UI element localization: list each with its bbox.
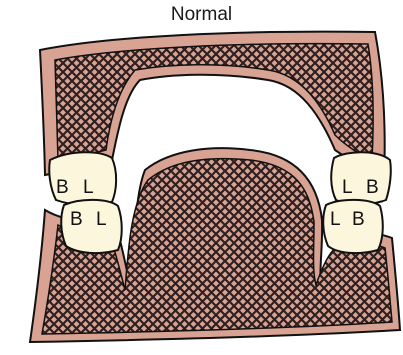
right-lower-tooth: L B bbox=[323, 200, 383, 253]
diagram-title: Normal bbox=[0, 4, 403, 26]
lingual-label: L bbox=[330, 209, 341, 230]
buccal-label: B bbox=[70, 209, 83, 230]
buccal-label: B bbox=[56, 177, 69, 198]
left-lower-tooth: B L bbox=[61, 200, 122, 253]
upper-bone bbox=[55, 44, 373, 160]
left-upper-tooth: B L bbox=[49, 152, 116, 205]
buccal-label: B bbox=[352, 209, 365, 230]
lingual-label: L bbox=[342, 177, 353, 198]
right-upper-tooth: L B bbox=[331, 152, 391, 204]
buccal-label: B bbox=[366, 177, 379, 198]
lingual-label: L bbox=[83, 177, 94, 198]
lingual-label: L bbox=[96, 209, 107, 230]
